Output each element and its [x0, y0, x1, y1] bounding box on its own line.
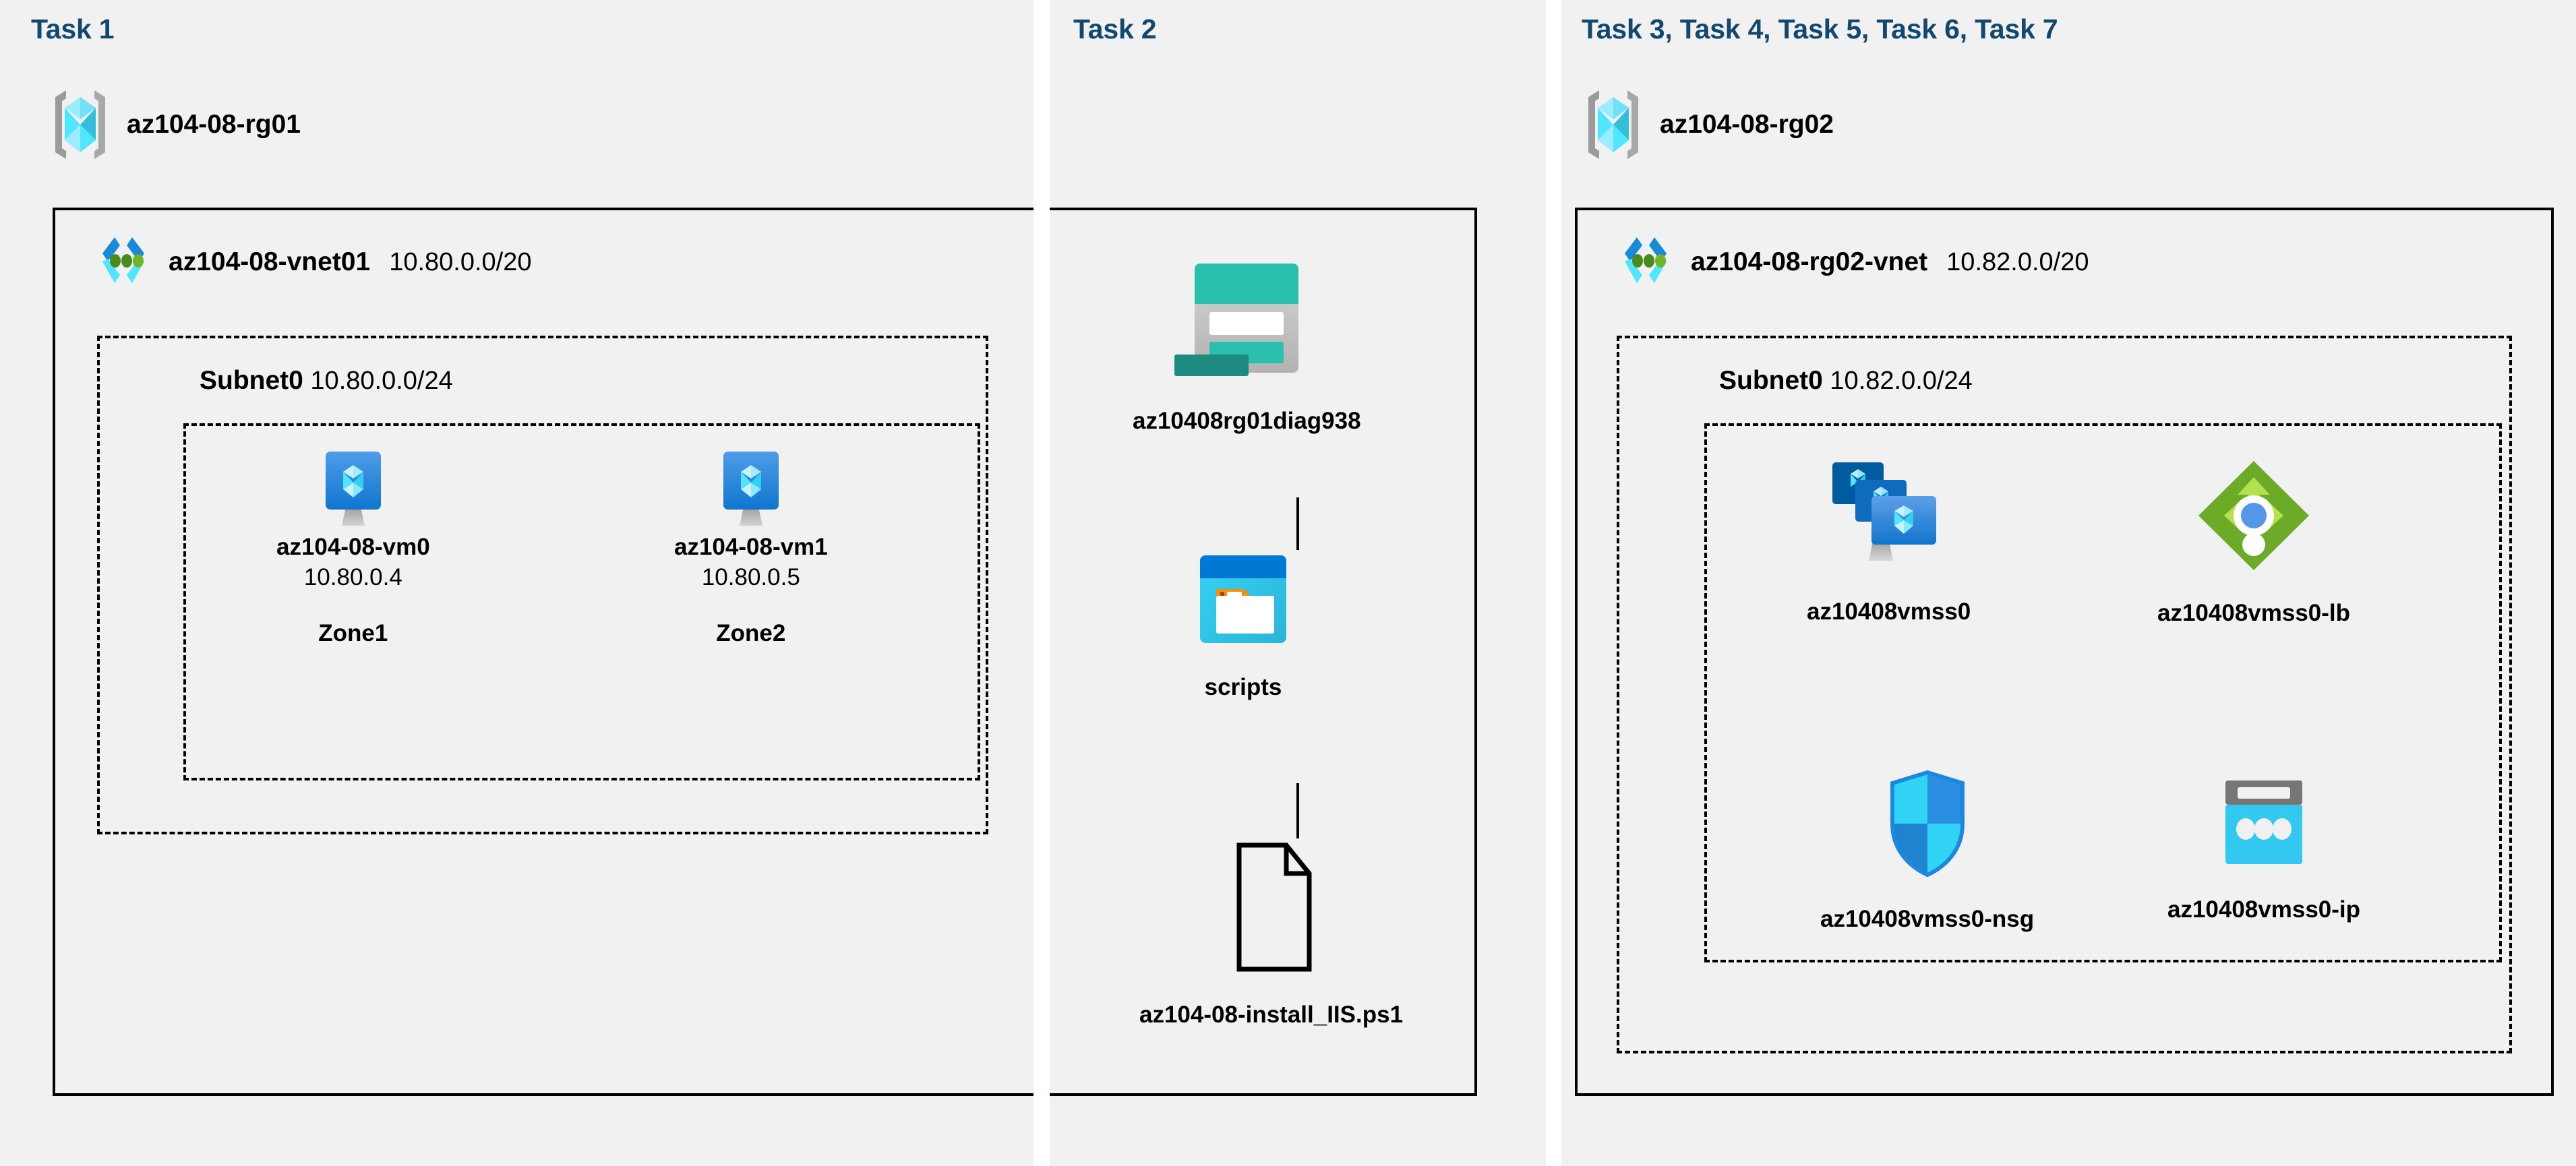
vm-ip-1: 10.80.0.5 — [701, 563, 800, 590]
public-ip-address-node[interactable]: az10408vmss0-ip — [2167, 775, 2360, 925]
connector-storage-to-container — [1296, 497, 1299, 550]
subnet-name-1: Subnet0 — [200, 366, 303, 395]
storage-account-name: az10408rg01diag938 — [1133, 408, 1361, 434]
script-file-icon — [1224, 840, 1319, 975]
subnet-label-1: Subnet0 10.80.0.0/24 — [200, 366, 453, 396]
subnet-box-2 — [1617, 336, 2512, 1053]
resource-group-label: az104-08-rg02 — [1660, 110, 1834, 139]
panel-task2 — [1050, 0, 1546, 1166]
task-3-7-title: Task 3, Task 4, Task 5, Task 6, Task 7 — [1582, 13, 2058, 44]
vm-scale-set-name: az10408vmss0 — [1807, 599, 1971, 625]
load-balancer-name: az10408vmss0-lb — [2157, 600, 2351, 626]
vm-scale-set-icon — [1822, 458, 1956, 572]
vnet-cidr-2: 10.82.0.0/20 — [1946, 247, 2089, 276]
vnet-container-box-1 — [53, 208, 1477, 1096]
resource-group-rg01: az104-08-rg01 — [49, 86, 301, 163]
vnet-name-2: az104-08-rg02-vnet — [1691, 247, 1928, 276]
vnet-header-1: az104-08-vnet01 10.80.0.0/20 — [94, 235, 532, 290]
vm-scale-set-node[interactable]: az10408vmss0 — [1807, 458, 1971, 627]
connector-container-to-file — [1296, 783, 1299, 838]
resource-group-icon — [49, 86, 112, 163]
panel-gap-right — [1546, 0, 1561, 1166]
vm-name-0: az104-08-vm0 — [276, 534, 430, 560]
task-1-title: Task 1 — [31, 13, 115, 44]
blob-container-node[interactable]: scripts — [1193, 551, 1293, 703]
vnet-cidr-1: 10.80.0.0/20 — [389, 247, 532, 276]
subnet-box-1 — [97, 336, 988, 834]
virtual-machine-icon — [316, 450, 390, 532]
vm-zone-1: Zone2 — [716, 619, 786, 646]
public-ip-address-icon — [2213, 775, 2314, 869]
vm-ip-0: 10.80.0.4 — [303, 563, 402, 590]
network-security-group-node[interactable]: az10408vmss0-nsg — [1820, 768, 2034, 935]
script-file-node[interactable]: az104-08-install_IIS.ps1 — [1139, 840, 1403, 1031]
vm-zone-0: Zone1 — [318, 619, 388, 646]
task-2-title: Task 2 — [1073, 13, 1157, 44]
subnet-label-2: Subnet0 10.82.0.0/24 — [1719, 366, 1973, 396]
virtual-network-icon — [94, 235, 152, 290]
network-security-group-name: az10408vmss0-nsg — [1820, 906, 2035, 932]
vm-name-1: az104-08-vm1 — [674, 534, 828, 560]
storage-account-bar-3 — [1174, 355, 1249, 376]
resource-group-icon — [1582, 86, 1645, 163]
public-ip-address-name: az10408vmss0-ip — [2167, 896, 2361, 923]
vm-node-0[interactable]: az104-08-vm0 10.80.0.4 Zone1 — [276, 450, 430, 648]
panel-task3 — [1561, 0, 2576, 1166]
blob-container-icon — [1193, 551, 1293, 647]
network-security-group-icon — [1883, 768, 1972, 879]
vnet-header-2: az104-08-rg02-vnet 10.82.0.0/20 — [1617, 235, 2089, 290]
panel-task1 — [0, 0, 1034, 1166]
subnet-cidr-1: 10.80.0.0/24 — [310, 367, 453, 395]
blob-container-name: scripts — [1204, 674, 1282, 700]
virtual-machine-icon — [714, 450, 788, 532]
storage-account-node[interactable]: az10408rg01diag938 — [1133, 259, 1361, 437]
zone-box-1 — [183, 423, 980, 780]
load-balancer-node[interactable]: az10408vmss0-lb — [2157, 458, 2350, 629]
vnet-container-box-2 — [1575, 208, 2554, 1096]
subnet-name-2: Subnet0 — [1719, 366, 1823, 395]
resource-group-rg02: az104-08-rg02 — [1582, 86, 1834, 163]
panel-gap-left — [1034, 0, 1050, 1166]
vm-node-1[interactable]: az104-08-vm1 10.80.0.5 Zone2 — [674, 450, 828, 648]
storage-account-icon — [1182, 259, 1311, 381]
resource-group-label: az104-08-rg01 — [127, 110, 301, 139]
vnet-name-1: az104-08-vnet01 — [169, 247, 371, 276]
script-file-name: az104-08-install_IIS.ps1 — [1139, 1002, 1404, 1028]
load-balancer-icon — [2196, 458, 2312, 573]
subnet-inner-box-2 — [1704, 423, 2502, 962]
subnet-cidr-2: 10.82.0.0/24 — [1830, 367, 1973, 395]
virtual-network-icon — [1617, 235, 1675, 290]
